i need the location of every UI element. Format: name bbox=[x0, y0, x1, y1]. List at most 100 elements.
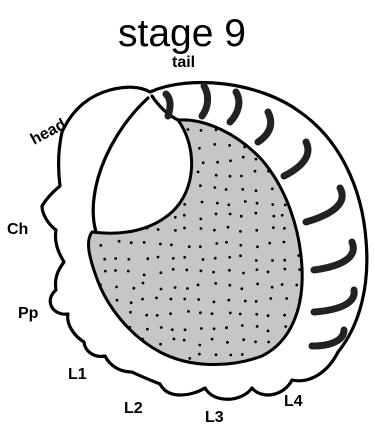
yolk-dot bbox=[103, 258, 106, 261]
yolk-dot bbox=[143, 274, 146, 277]
label-ch: Ch bbox=[7, 221, 28, 238]
yolk-dot bbox=[255, 313, 258, 316]
yolk-dot bbox=[174, 286, 177, 289]
yolk-dot bbox=[157, 228, 160, 231]
yolk-dot bbox=[267, 170, 270, 173]
yolk-dot bbox=[116, 299, 119, 302]
yolk-dot bbox=[127, 270, 130, 273]
yolk-dot bbox=[229, 159, 232, 162]
yolk-dot bbox=[256, 283, 259, 286]
yolk-dot bbox=[146, 227, 149, 230]
yolk-dot bbox=[146, 328, 149, 331]
yolk-dot bbox=[141, 298, 144, 301]
yolk-dot bbox=[283, 314, 286, 317]
yolk-dot bbox=[239, 230, 242, 233]
yolk-dot bbox=[170, 298, 173, 301]
yolk-dot bbox=[229, 312, 232, 315]
yolk-dot bbox=[240, 175, 243, 178]
yolk-dot bbox=[200, 327, 203, 330]
yolk-dot bbox=[281, 214, 284, 217]
yolk-dot bbox=[200, 129, 203, 132]
yolk-dot bbox=[267, 341, 270, 344]
yolk-dot bbox=[256, 268, 259, 271]
yolk-dot bbox=[283, 241, 286, 244]
yolk-dot bbox=[188, 357, 191, 360]
yolk-dot bbox=[216, 161, 219, 164]
yolk-dot bbox=[159, 343, 162, 346]
yolk-dot bbox=[283, 227, 286, 230]
yolk-dot bbox=[172, 268, 175, 271]
yolk-dot bbox=[202, 161, 205, 164]
yolk-dot bbox=[271, 259, 274, 262]
yolk-dot bbox=[284, 204, 287, 207]
yolk-dot bbox=[244, 300, 247, 303]
yolk-dot bbox=[228, 144, 231, 147]
yolk-dot bbox=[183, 203, 186, 206]
yolk-dot bbox=[114, 257, 117, 260]
yolk-dot bbox=[239, 244, 242, 247]
yolk-dot bbox=[215, 129, 218, 132]
yolk-dot bbox=[199, 184, 202, 187]
yolk-dot bbox=[298, 298, 301, 301]
yolk-dot bbox=[214, 257, 217, 260]
yolk-dot bbox=[284, 325, 287, 328]
yolk-dot bbox=[171, 328, 174, 331]
yolk-dot bbox=[130, 301, 133, 304]
label-pp: Pp bbox=[18, 305, 39, 322]
yolk-dot bbox=[281, 283, 284, 286]
yolk-dot bbox=[255, 229, 258, 232]
yolk-dot bbox=[188, 245, 191, 248]
yolk-dot bbox=[244, 200, 247, 203]
yolk-dot bbox=[225, 326, 228, 329]
yolk-dot bbox=[211, 312, 214, 315]
yolk-dot bbox=[283, 268, 286, 271]
yolk-dot bbox=[173, 338, 176, 341]
yolk-dot bbox=[197, 171, 200, 174]
yolk-dot bbox=[240, 287, 243, 290]
yolk-dot bbox=[271, 187, 274, 190]
yolk-dot bbox=[160, 288, 163, 291]
yolk-dot bbox=[215, 242, 218, 245]
yolk-dot bbox=[213, 143, 216, 146]
yolk-dot bbox=[157, 256, 160, 259]
yolk-dot bbox=[229, 354, 232, 357]
yolk-dot bbox=[185, 269, 188, 272]
yolk-dot bbox=[199, 245, 202, 248]
yolk-dot bbox=[225, 188, 228, 191]
yolk-dot bbox=[256, 325, 259, 328]
yolk-dot bbox=[99, 283, 102, 286]
yolk-dot bbox=[202, 258, 205, 261]
yolk-dot bbox=[267, 271, 270, 274]
yolk-dot bbox=[155, 297, 158, 300]
yolk-dot bbox=[183, 339, 186, 342]
yolk-dot bbox=[283, 259, 286, 262]
yolk-dot bbox=[267, 314, 270, 317]
yolk-dot bbox=[271, 286, 274, 289]
yolk-dot bbox=[184, 328, 187, 331]
yolk-dot bbox=[104, 270, 107, 273]
yolk-dot bbox=[215, 353, 218, 356]
yolk-dot bbox=[242, 156, 245, 159]
yolk-dot bbox=[215, 213, 218, 216]
yolk-dot bbox=[239, 313, 242, 316]
yolk-dot bbox=[229, 213, 232, 216]
label-l3: L3 bbox=[205, 409, 224, 426]
yolk-dot bbox=[269, 297, 272, 300]
yolk-dot bbox=[212, 271, 215, 274]
yolk-dot bbox=[198, 344, 201, 347]
yolk-dot bbox=[267, 330, 270, 333]
yolk-dot bbox=[213, 229, 216, 232]
yolk-dot bbox=[297, 254, 300, 257]
label-tail: tail bbox=[172, 54, 195, 71]
yolk-dot bbox=[160, 271, 163, 274]
yolk-dot bbox=[255, 300, 258, 303]
yolk-dot bbox=[199, 218, 202, 221]
yolk-dot bbox=[241, 353, 244, 356]
yolk-dot bbox=[242, 272, 245, 275]
yolk-dot bbox=[227, 226, 230, 229]
yolk-dot bbox=[241, 324, 244, 327]
yolk-dot bbox=[183, 227, 186, 230]
yolk-dot bbox=[272, 215, 275, 218]
yolk-dot bbox=[215, 174, 218, 177]
yolk-dot bbox=[228, 269, 231, 272]
